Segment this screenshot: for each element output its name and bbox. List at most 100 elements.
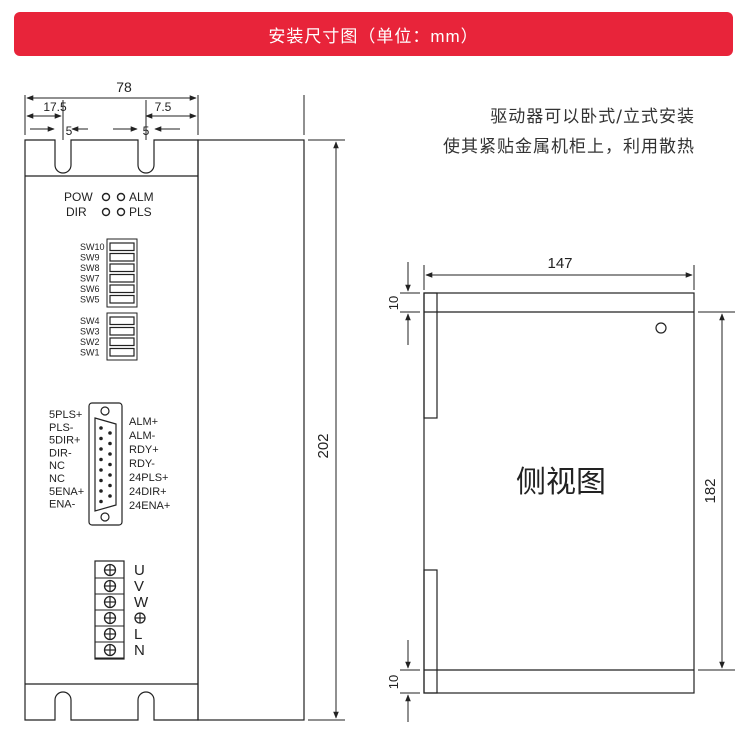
connector-screw-top-icon — [100, 406, 110, 416]
banner-title: 安装尺寸图（单位：mm） — [268, 26, 479, 46]
page-banner: 安装尺寸图（单位：mm） — [14, 12, 733, 56]
connector-pin-icon — [99, 468, 103, 472]
front-heatsink-panel — [197, 139, 305, 721]
dim-slot-right: 5 — [143, 124, 150, 138]
pin-label-left: 5DIR+ — [49, 435, 81, 447]
side-dimensions — [400, 262, 735, 722]
switch-label: SW2 — [80, 337, 100, 347]
terminal-label: W — [134, 594, 149, 611]
dip-switch[interactable] — [109, 316, 135, 326]
led-dir-icon — [101, 207, 111, 217]
switch-label: SW8 — [80, 263, 100, 273]
connector-pins — [99, 426, 112, 504]
dip-switch[interactable] — [109, 252, 135, 262]
front-view — [24, 139, 305, 721]
switch-label: SW9 — [80, 253, 100, 263]
pin-label-left: NC — [49, 460, 65, 472]
connector-pin-icon — [99, 499, 103, 504]
side-body-outline — [423, 292, 695, 694]
dip-switch[interactable] — [109, 273, 135, 283]
connector-pin-icon — [108, 431, 112, 435]
terminal-label: U — [134, 562, 145, 579]
dim-slot-left: 5 — [66, 124, 73, 138]
connector-pin-icon — [108, 441, 112, 446]
dip-switch[interactable] — [109, 326, 135, 336]
dip-switch[interactable] — [109, 242, 135, 252]
db15-connector — [88, 402, 123, 526]
pin-label-right: 24DIR+ — [129, 486, 167, 498]
pin-label-right: 24ENA+ — [129, 500, 170, 512]
pin-label-right: ALM- — [129, 430, 156, 442]
dim-width: 78 — [116, 79, 132, 95]
pin-label-left: ENA- — [49, 499, 76, 511]
switch-label: SW10 — [80, 242, 105, 252]
switch-label: SW4 — [80, 316, 100, 326]
pin-label-right: ALM+ — [129, 416, 158, 428]
front-dimensions — [24, 95, 345, 721]
led-label-dir: DIR — [66, 205, 87, 219]
connector-pin-icon — [108, 483, 112, 488]
terminal-label: V — [134, 578, 144, 595]
pin-label-left: NC — [49, 473, 65, 485]
led-label-pow: POW — [64, 190, 93, 204]
dip-switch-frame-lower — [106, 312, 138, 361]
connector-pin-icon — [99, 447, 103, 451]
connector-shell — [94, 417, 117, 512]
connector-pin-icon — [108, 452, 112, 456]
led-label-pls: PLS — [129, 205, 152, 219]
connector-screw-bottom-icon — [100, 512, 110, 522]
switch-label: SW6 — [80, 284, 100, 294]
connector-pin-icon — [99, 478, 103, 483]
side-mount-hole-icon — [655, 322, 667, 334]
switch-label: SW3 — [80, 327, 100, 337]
pin-label-left: 5PLS+ — [49, 409, 82, 421]
pin-label-left: PLS- — [49, 422, 74, 434]
led-label-alm: ALM — [129, 190, 154, 204]
dip-switch[interactable] — [109, 263, 135, 273]
dim-side-top: 10 — [386, 296, 401, 310]
dim-left-offset: 17.5 — [43, 100, 67, 114]
pin-label-right: RDY- — [129, 458, 155, 470]
pin-label-left: DIR- — [49, 447, 72, 459]
terminal-label: N — [134, 642, 145, 659]
terminal-label: L — [134, 626, 142, 643]
connector-pin-icon — [108, 462, 112, 467]
switch-label: SW7 — [80, 274, 100, 284]
dip-switch[interactable] — [109, 294, 135, 304]
connector-pin-icon — [108, 473, 112, 477]
side-view — [423, 292, 695, 694]
pin-label-right: 24PLS+ — [129, 472, 168, 484]
connector-pin-labels: 5PLS+PLS-5DIR+DIR-NCNC5ENA+ENA-ALM+ALM-R… — [49, 409, 170, 512]
side-flange-bottom — [423, 569, 438, 694]
dip-switch-frame-upper — [106, 238, 138, 308]
pin-label-left: 5ENA+ — [49, 486, 84, 498]
led-pow-icon — [101, 192, 111, 202]
connector-pin-icon — [99, 489, 103, 493]
led-pls-icon — [116, 207, 126, 217]
side-flange-top — [423, 292, 438, 419]
dim-side-width: 147 — [547, 255, 572, 272]
led-alm-icon — [116, 192, 126, 202]
dip-switch[interactable] — [109, 337, 135, 347]
note-line-1: 驱动器可以卧式/立式安装 — [490, 107, 695, 127]
led-indicators: POW ALM DIR PLS — [64, 190, 154, 219]
dim-side-height: 182 — [702, 478, 719, 503]
connector-pin-icon — [99, 426, 103, 430]
dim-side-bottom: 10 — [386, 675, 401, 689]
dip-switch[interactable] — [109, 284, 135, 294]
dim-height: 202 — [315, 433, 332, 458]
side-view-label: 侧视图 — [516, 465, 606, 500]
dim-right-offset: 7.5 — [155, 100, 172, 114]
connector-frame — [88, 402, 123, 526]
note-line-2: 使其紧贴金属机柜上，利用散热 — [443, 137, 695, 157]
pin-label-right: RDY+ — [129, 444, 159, 456]
dip-switch[interactable] — [109, 347, 135, 357]
switch-label: SW5 — [80, 295, 100, 305]
switch-label: SW1 — [80, 348, 100, 358]
connector-pin-icon — [108, 494, 112, 498]
connector-pin-icon — [99, 457, 103, 462]
installation-note: 驱动器可以卧式/立式安装 使其紧贴金属机柜上，利用散热 — [443, 102, 695, 162]
